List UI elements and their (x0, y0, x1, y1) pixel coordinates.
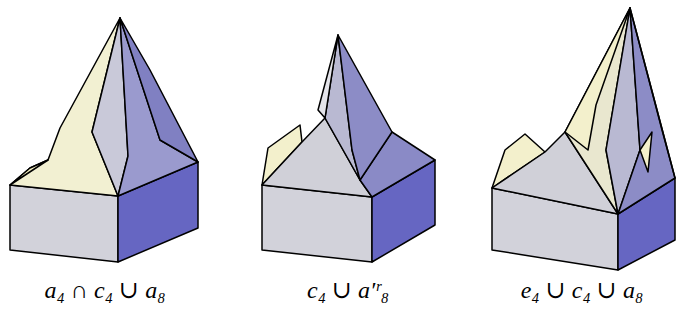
figure-caption: a₄ ∩ c₄ ∪ a₈ (44, 276, 165, 305)
polyhedron-3 (492, 8, 675, 270)
figure-caption: c₄ ∪ a′ʳ₈ (307, 276, 389, 305)
figure-caption: e₄ ∪ c₄ ∪ a₈ (521, 276, 644, 305)
polyhedron-1 (10, 18, 198, 262)
polyhedron-2 (262, 35, 435, 262)
